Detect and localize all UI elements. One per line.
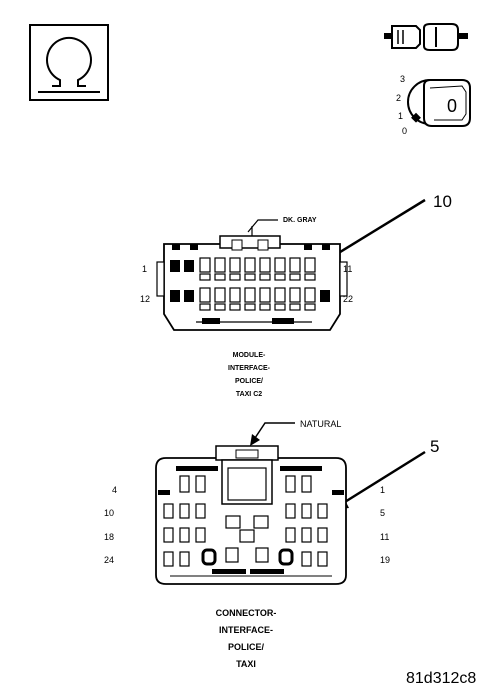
c2-pin-1-label: 1 xyxy=(142,264,147,274)
svg-text:INTERFACE-: INTERFACE- xyxy=(228,365,271,372)
ignition-key-label: 0 xyxy=(447,96,457,116)
figure-code: 81d312c8 xyxy=(406,670,476,687)
c2-pin-row-bottom xyxy=(170,287,330,311)
svg-text:TAXI: TAXI xyxy=(236,659,256,669)
main-pin-19-label: 19 xyxy=(380,555,390,565)
main-pin-10-label: 10 xyxy=(104,508,114,518)
connector-icon xyxy=(384,23,468,51)
svg-text:MODULE-: MODULE- xyxy=(233,352,266,359)
ignition-position-3: 3 xyxy=(400,74,405,84)
c2-pin-11-label: 11 xyxy=(343,264,352,274)
main-pins-center xyxy=(225,515,269,563)
main-pin-5-label: 5 xyxy=(380,508,385,518)
main-callout-number: 5 xyxy=(430,437,439,456)
svg-text:POLICE/: POLICE/ xyxy=(228,642,265,652)
c2-pin-row-top xyxy=(170,257,316,281)
c2-color-label: DK. GRAY xyxy=(283,217,317,224)
main-pin-18-label: 18 xyxy=(104,532,114,542)
main-pin-11-label: 11 xyxy=(380,532,389,542)
c2-pin-22-label: 22 xyxy=(343,294,353,304)
c2-caption: MODULE- INTERFACE- POLICE/ TAXI C2 xyxy=(228,352,271,398)
main-pin-24-label: 24 xyxy=(104,555,114,565)
main-pin-1-label: 1 xyxy=(380,485,385,495)
c2-callout-number: 10 xyxy=(433,192,452,211)
svg-text:INTERFACE-: INTERFACE- xyxy=(219,625,273,635)
c2-pin-12-label: 12 xyxy=(140,294,150,304)
svg-text:TAXI C2: TAXI C2 xyxy=(236,391,262,398)
ignition-key-icon: 0 3 2 1 0 xyxy=(396,74,471,136)
svg-text:POLICE/: POLICE/ xyxy=(235,378,263,385)
ohm-icon xyxy=(29,24,109,101)
ignition-position-0: 0 xyxy=(402,126,407,136)
main-color-label: NATURAL xyxy=(300,419,341,429)
ignition-position-2: 2 xyxy=(396,93,401,103)
main-caption: CONNECTOR- INTERFACE- POLICE/ TAXI xyxy=(216,608,277,669)
main-pins-right xyxy=(285,475,328,567)
connector-main: NATURAL 5 xyxy=(104,419,439,669)
main-pins-left xyxy=(163,475,206,567)
svg-text:CONNECTOR-: CONNECTOR- xyxy=(216,608,277,618)
ignition-position-1: 1 xyxy=(398,111,403,121)
connector-c2: DK. GRAY 10 xyxy=(140,192,452,398)
main-pin-4-label: 4 xyxy=(112,485,117,495)
